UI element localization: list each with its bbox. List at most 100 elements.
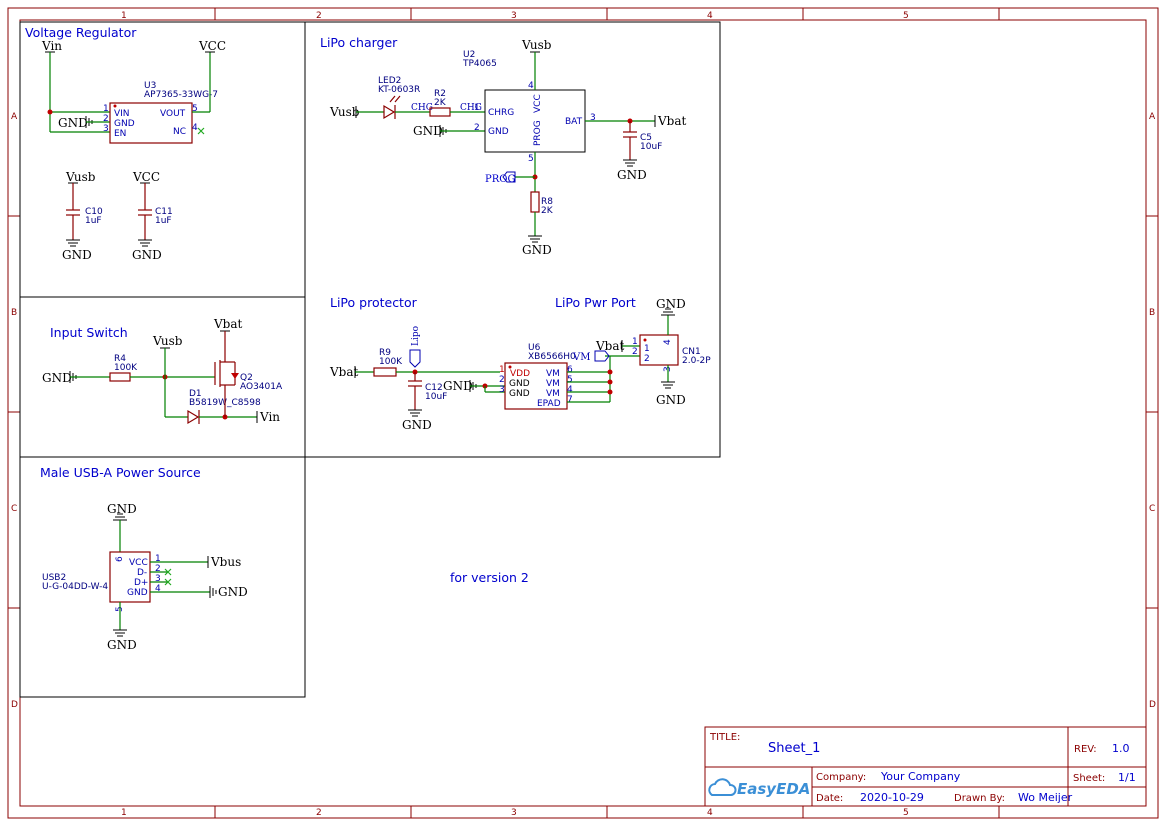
input-gnd-label: GND (42, 371, 72, 385)
net-vin-label: Vin (41, 39, 62, 53)
u6-gnd-label: GND (443, 379, 473, 393)
c12-gnd-label: GND (402, 418, 432, 432)
col-label-5: 5 (903, 11, 909, 21)
r2-ref: R2 (434, 89, 446, 99)
u6-pin-vm-c: VM (546, 389, 560, 399)
u2-pinnum-1: 1 (474, 103, 480, 113)
cn1-ref: CN1 (682, 347, 701, 357)
sheet-label: Sheet: (1073, 773, 1105, 784)
section-title-lipo-protector: LiPo protector (330, 295, 418, 310)
row-label-a: A (11, 112, 18, 122)
port-gnd-top-label: GND (656, 297, 686, 311)
date-label: Date: (816, 793, 843, 804)
u6-value: XB6566H0 (528, 352, 576, 362)
usb2-pinnum-6: 6 (115, 556, 125, 562)
section-boxes (19, 21, 721, 698)
u3-pinnum-2: 2 (103, 114, 109, 124)
u6-pinnum-7: 7 (567, 395, 573, 405)
row-label-c-right: C (1149, 504, 1155, 514)
section-title-lipo-pwr-port: LiPo Pwr Port (555, 295, 636, 310)
c10-vusb-label: Vusb (65, 170, 96, 184)
u6-pinnum-6: 6 (567, 365, 573, 375)
sheet-frame: 1 2 3 4 5 1 2 3 4 5 A B C D A B C D (7, 7, 1159, 819)
u6-pin-vdd: VDD (510, 369, 530, 379)
section-title-lipo-charger: LiPo charger (320, 35, 398, 50)
q2-value: AO3401A (240, 382, 283, 392)
cn1-pinnum-1: 1 (632, 337, 638, 347)
u6-pin-gnd-b: GND (509, 389, 530, 399)
input-vusb-label: Vusb (152, 334, 183, 348)
sheet-title: Sheet_1 (768, 741, 820, 756)
col-label-1-bottom: 1 (121, 808, 127, 818)
u3-ref: U3 (144, 81, 156, 91)
u6-ref: U6 (528, 343, 541, 353)
col-label-5-bottom: 5 (903, 808, 909, 818)
u2-pin-chrg: CHRG (488, 108, 514, 118)
cn1-pinnum-4: 4 (663, 339, 673, 345)
c10-gnd-label: GND (62, 248, 92, 262)
easyeda-logo: EasyEDA (737, 780, 810, 798)
u3-pin-gnd: GND (114, 119, 135, 129)
u2-pin-bat: BAT (565, 117, 583, 127)
lipo-net-label: Lipo (411, 326, 421, 346)
usb-gnd-top-label: GND (107, 502, 137, 516)
vm-net-label: VM (572, 352, 590, 363)
u3-pin-nc: NC (173, 127, 186, 137)
input-vbat-label: Vbat (213, 317, 243, 331)
chg-net-label-right: CHG (460, 103, 482, 113)
r9-ref: R9 (379, 348, 391, 358)
u6-pin-vm-a: VM (546, 369, 560, 379)
title-block: TITLE: Sheet_1 REV: 1.0 Company: Your Co… (704, 726, 1147, 807)
col-label-4: 4 (707, 11, 713, 21)
rev-label: REV: (1074, 744, 1097, 755)
u2-pinnum-3: 3 (590, 113, 596, 123)
c12-value: 10uF (425, 392, 447, 402)
usb-vbus-label: Vbus (210, 555, 241, 569)
drawn-by-value: Wo Meijer (1018, 791, 1073, 804)
u2-pin-gnd: GND (488, 127, 509, 137)
u6-pin-vm-b: VM (546, 379, 560, 389)
led2-ref: LED2 (378, 76, 401, 86)
cn1-pinnum-2: 2 (632, 347, 638, 357)
c5-gnd-label: GND (617, 168, 647, 182)
col-label-2: 2 (316, 11, 322, 21)
usb2-pin-vcc: VCC (129, 558, 148, 568)
prog-net-label: PROG (485, 174, 515, 185)
u2-pinnum-5: 5 (528, 154, 534, 164)
u2-pin-prog: PROG (533, 120, 543, 146)
c11-gnd-label: GND (132, 248, 162, 262)
u6-pinnum-4: 4 (567, 385, 573, 395)
row-label-b-right: B (1149, 308, 1155, 318)
section-title-voltage-regulator: Voltage Regulator (25, 25, 137, 40)
u3-pinnum-5: 5 (192, 104, 198, 114)
net-vcc-label: VCC (198, 39, 226, 53)
voltage-regulator-circuit: Vin GND U3 AP7365-33WG-7 VIN GND EN VOUT… (41, 39, 226, 262)
c12-ref: C12 (425, 383, 443, 393)
u3-gnd-label: GND (58, 116, 88, 130)
q2-ref: Q2 (240, 373, 253, 383)
r4-ref: R4 (114, 354, 126, 364)
row-label-d-right: D (1149, 700, 1156, 710)
version-note: for version 2 (450, 570, 529, 585)
lipo-protector-circuit: Vbat R9 100K Lipo C12 10uF GND GND U6 XB… (329, 326, 640, 432)
cloud-icon (708, 778, 737, 796)
u2-pin-vcc: VCC (533, 94, 543, 113)
r8-gnd-label: GND (522, 243, 552, 257)
r2-value: 2K (434, 98, 447, 108)
chg-net-label-left: CHG (411, 103, 433, 113)
charger-gnd-label: GND (413, 124, 443, 138)
r8-ref: R8 (541, 197, 553, 207)
u3-pin-vin: VIN (114, 109, 130, 119)
u6-pinnum-2: 2 (499, 375, 505, 385)
u3-pin-vout: VOUT (160, 109, 186, 119)
u2-ref: U2 (463, 50, 475, 60)
section-title-input-switch: Input Switch (50, 325, 128, 340)
u3-pinnum-4: 4 (192, 123, 198, 133)
usb-gnd-right-label: GND (218, 585, 248, 599)
row-label-b: B (11, 308, 17, 318)
c5-value: 10uF (640, 142, 662, 152)
charger-vusb-top-label: Vusb (521, 38, 552, 52)
usb2-pinnum-1: 1 (155, 554, 161, 564)
charger-vbat-label: Vbat (657, 114, 687, 128)
u6-pin-epad: EPAD (537, 399, 561, 409)
